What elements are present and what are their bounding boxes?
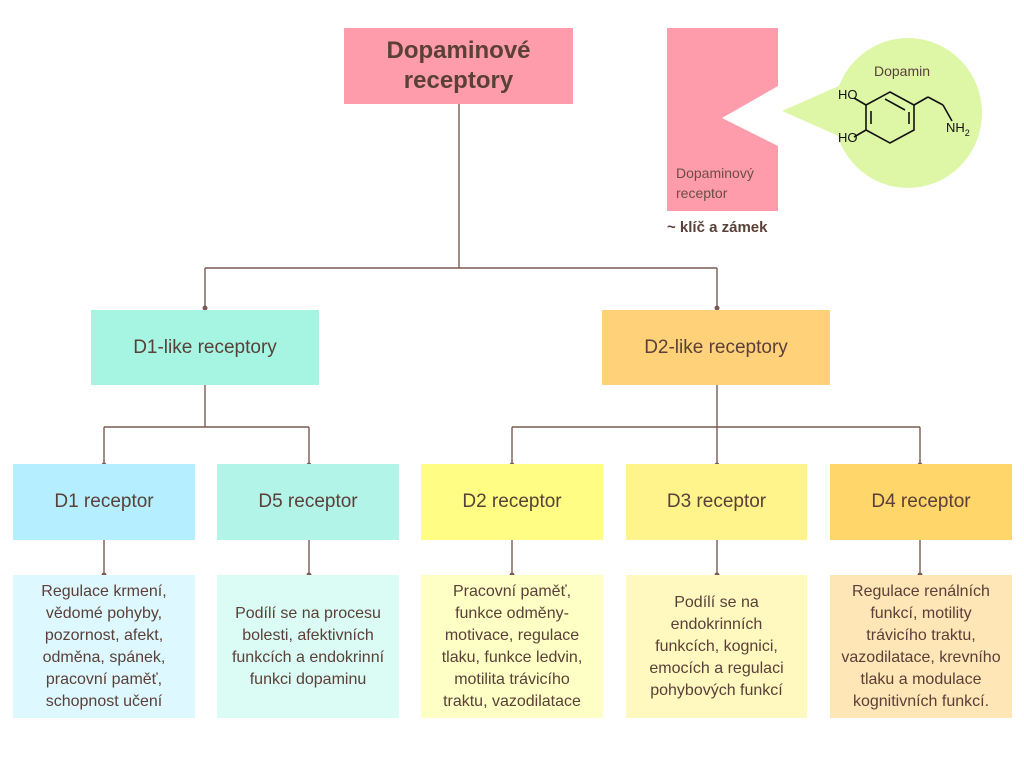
- receptor-d2: D2 receptor: [421, 464, 603, 540]
- description-text: Podílí se na endokrinních funkcích, kognic…: [649, 592, 783, 702]
- dopamine-structure-icon: [853, 91, 953, 144]
- description-d2: Pracovní paměť, funkce odměny-motivace, r…: [421, 575, 603, 718]
- group-d1-like: D1-like receptory: [91, 310, 319, 385]
- receptor-label: D2 receptor: [462, 491, 562, 512]
- lock-and-key-illustration: HO HO NH2: [667, 28, 982, 211]
- ho-top-label: HO: [838, 87, 858, 102]
- group-label: D2-like receptory: [644, 336, 788, 358]
- group-d2-like: D2-like receptory: [602, 310, 830, 385]
- description-line: motivace, regulace: [444, 626, 580, 644]
- bubble-pointer: [782, 81, 850, 141]
- description-line: Regulace renálních: [852, 582, 990, 600]
- receptor-label: D4 receptor: [871, 491, 971, 512]
- molecule-bubble: [834, 38, 982, 188]
- receptor-label: Dopaminový receptor: [676, 165, 754, 201]
- description-d5: Podílí se na procesu bolesti, afektivních…: [217, 575, 399, 718]
- description-line: funkcích, kognici,: [655, 637, 778, 655]
- description-line: motilita trávicího: [454, 670, 570, 688]
- description-line: vědomé pohyby,: [45, 604, 163, 622]
- description-line: tlaku, funkce ledvin,: [441, 648, 583, 666]
- description-text: Pracovní paměť, funkce odměny-motivace, r…: [442, 581, 583, 713]
- description-d4: Regulace renálních funkcí, motility trávic…: [830, 575, 1012, 718]
- receptor-label: D5 receptor: [258, 491, 358, 512]
- receptor-label: D3 receptor: [666, 491, 767, 512]
- description-line: vazodilatace, krevního: [841, 648, 1001, 666]
- description-text: Regulace renálních funkcí, motility trávic…: [841, 581, 1000, 713]
- description-line: pracovní paměť,: [45, 670, 163, 688]
- description-line: pohybových funkcí: [650, 681, 783, 699]
- nh2-label: NH2: [946, 120, 970, 138]
- receptor-d5: D5 receptor: [217, 464, 399, 540]
- description-line: funkcí, motility: [870, 604, 972, 622]
- receptor-d4: D4 receptor: [830, 464, 1012, 540]
- description-line: Podílí se na: [674, 593, 759, 611]
- description-line: trávicího traktu,: [866, 626, 976, 644]
- description-line: schopnost učení: [45, 692, 163, 710]
- description-line: pozornost, afekt,: [44, 626, 164, 644]
- description-line: kognitivních funkcí.: [852, 692, 990, 710]
- description-line: funkci dopaminu: [249, 670, 367, 688]
- description-line: funkce odměny-: [455, 604, 569, 622]
- group-label: D1-like receptory: [133, 336, 277, 358]
- description-line: endokrinních: [670, 615, 763, 633]
- nh2-subscript: 2: [965, 128, 970, 138]
- description-line: funkcích a endokrinní: [231, 648, 385, 666]
- description-line: Pracovní paměť,: [452, 582, 572, 600]
- lock-and-key-note: ~ klíč a zámek: [667, 219, 768, 236]
- receptor-shape: [667, 28, 778, 211]
- receptor-d3: D3 receptor: [626, 464, 807, 540]
- description-line: bolesti, afektivních: [242, 626, 374, 644]
- description-line: emocích a regulaci: [649, 659, 784, 677]
- description-line: Podílí se na procesu: [235, 604, 381, 622]
- receptor-label: D1 receptor: [54, 491, 154, 512]
- diagram-title: Dopaminové receptory: [344, 28, 573, 104]
- description-line: odměna, spánek,: [42, 648, 166, 666]
- ho-bottom-label: HO: [838, 130, 858, 145]
- description-text: Podílí se na procesu bolesti, afektivních…: [232, 603, 384, 691]
- description-line: traktu, vazodilatace: [443, 692, 581, 710]
- receptor-d1: D1 receptor: [13, 464, 195, 540]
- description-line: Regulace krmení,: [41, 582, 167, 600]
- description-d3: Podílí se na endokrinních funkcích, kognic…: [626, 575, 807, 718]
- description-d1: Regulace krmení, vědomé pohyby, pozornost,…: [13, 575, 195, 718]
- description-line: tlaku a modulace: [860, 670, 982, 688]
- description-text: Regulace krmení, vědomé pohyby, pozornost,…: [41, 581, 166, 713]
- molecule-name: Dopamin: [874, 63, 931, 79]
- nh-text: NH: [946, 120, 965, 135]
